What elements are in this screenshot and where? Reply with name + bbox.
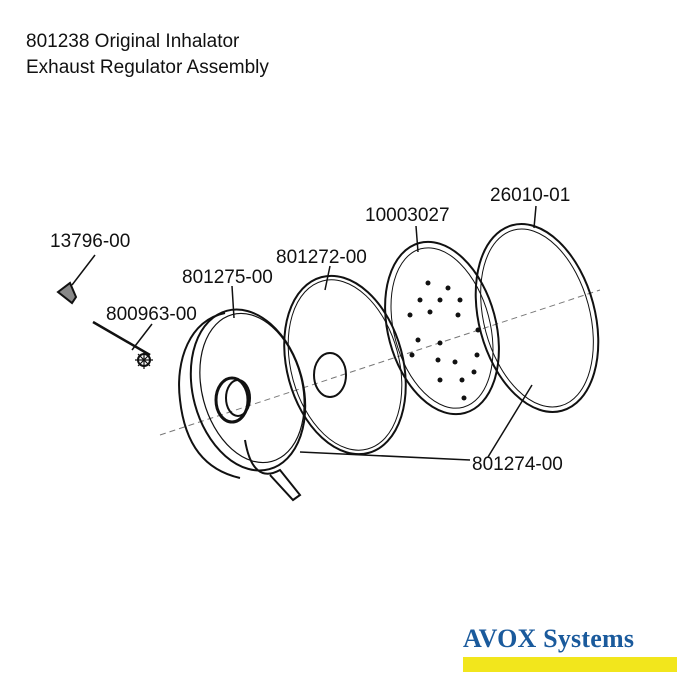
housing-part <box>178 308 307 502</box>
label-801272-00: 801272-00 <box>276 247 367 268</box>
label-801275-00: 801275-00 <box>182 267 273 288</box>
label-10003027: 10003027 <box>365 205 450 226</box>
shaft-part <box>92 320 151 357</box>
title-line-1: 801238 Original Inhalator <box>26 31 240 52</box>
title-line-2: Exhaust Regulator Assembly <box>26 57 269 78</box>
center-axis <box>159 289 601 436</box>
avox-logo: AVOX Systems <box>463 624 677 672</box>
logo-bar <box>463 657 677 672</box>
cap-part-13796 <box>56 281 78 305</box>
label-800963-00: 800963-00 <box>106 304 197 325</box>
label-26010-01: 26010-01 <box>490 185 570 206</box>
leader-801272 <box>324 265 331 291</box>
leader-801275 <box>231 285 235 319</box>
logo-text: AVOX Systems <box>463 624 635 653</box>
plate-10003027 <box>384 240 500 416</box>
label-13796-00: 13796-00 <box>50 231 130 252</box>
leader-13796 <box>71 254 96 286</box>
leader-10003027 <box>415 225 419 253</box>
leader-801274-a <box>487 384 533 458</box>
label-801274-00: 801274-00 <box>472 454 563 475</box>
ring-26010-01 <box>474 223 600 413</box>
star-washer-800963 <box>135 351 153 369</box>
diaphragm-801272 <box>283 274 407 456</box>
leader-801274-b <box>299 451 471 461</box>
leader-800963 <box>131 323 153 351</box>
leader-26010 <box>533 205 537 229</box>
